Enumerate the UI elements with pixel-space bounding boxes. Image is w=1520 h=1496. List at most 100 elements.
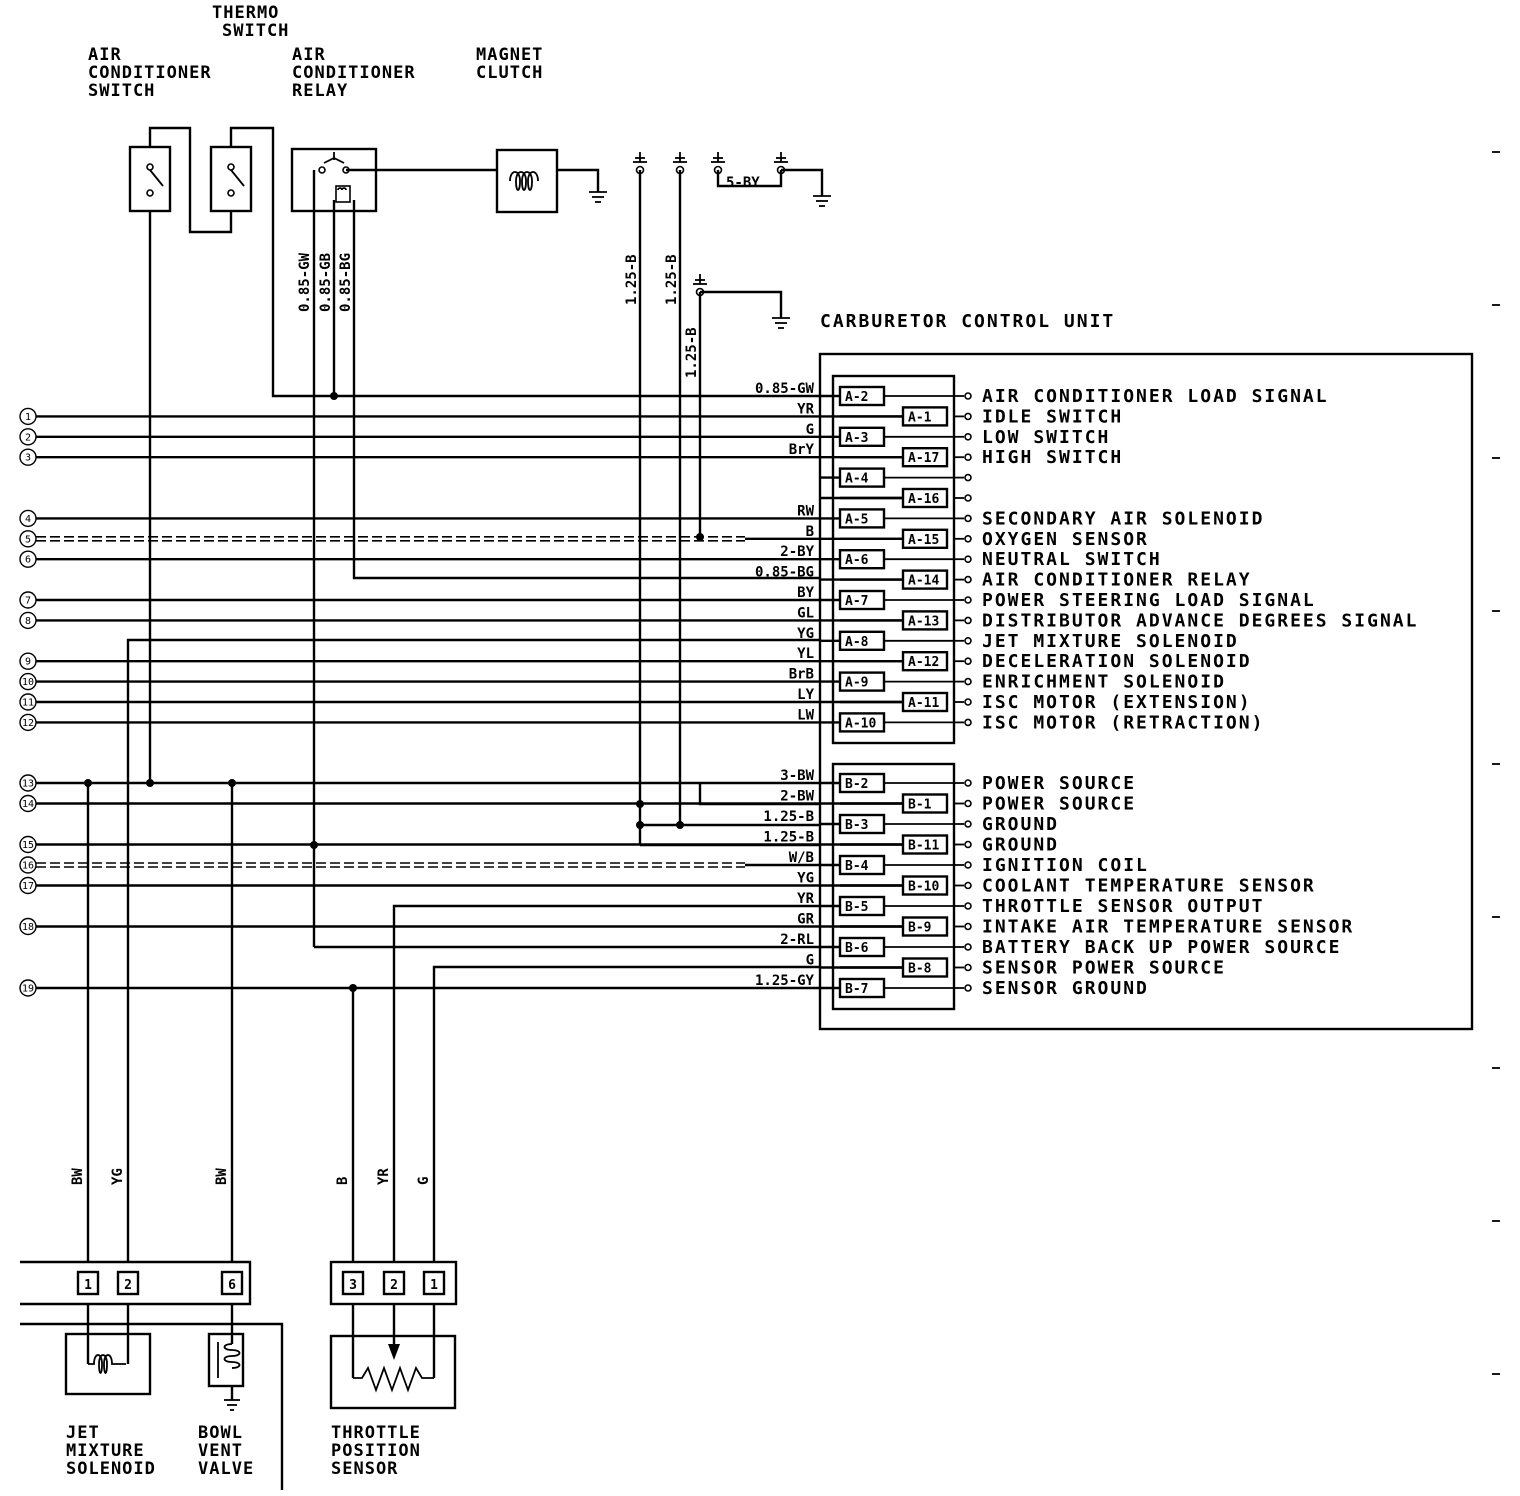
terminal-number: 18 [22, 922, 34, 933]
thermo-switch-label: THERMO SWITCH [212, 3, 289, 41]
wire-color-label: G [806, 422, 814, 438]
magnet-clutch-label: MAGNET CLUTCH [476, 45, 543, 83]
pin-box [838, 589, 886, 611]
terminal-number: 14 [22, 799, 34, 810]
signal-label: POWER SOURCE [982, 794, 1136, 815]
pin-box [838, 385, 886, 407]
terminal-number-circle [19, 835, 37, 854]
pin-row: A-16 [820, 487, 972, 509]
pin-label: B-1 [908, 798, 932, 813]
wire-label-085bg: 0.85-BG [338, 253, 354, 312]
signal-label: OXYGEN SENSOR [982, 529, 1149, 550]
pin-label: B-2 [845, 777, 868, 792]
wire-color-label: 2-BW [780, 789, 814, 805]
connector-left [20, 1260, 252, 1306]
wire-label-085gb: 0.85-GB [318, 253, 334, 312]
signal-label: NEUTRAL SWITCH [982, 549, 1162, 570]
pin-label: B-3 [845, 818, 868, 833]
wire-color-label: 0.85-GW [755, 381, 815, 397]
svg-text:MIXTURE: MIXTURE [66, 1441, 145, 1461]
terminal [964, 881, 972, 890]
bottom-wire-label: G [416, 1177, 432, 1185]
terminal [964, 984, 972, 992]
svg-text:CLUTCH: CLUTCH [476, 63, 543, 83]
pin-label: A-12 [908, 655, 939, 670]
terminal-number: 4 [25, 514, 31, 525]
terminal [964, 840, 972, 849]
jet-mixture-label: JET MIXTURE SOLENOID [66, 1423, 155, 1479]
pin-label: A-14 [908, 574, 939, 589]
terminal-number: 11 [22, 698, 34, 709]
terminal [964, 534, 972, 543]
wire-color-label: RW [797, 503, 814, 519]
terminal-number: 2 [25, 432, 31, 443]
ground-wire-cu [700, 290, 783, 318]
pin-box [901, 569, 949, 590]
signal-label: SENSOR GROUND [982, 978, 1149, 999]
wire-color-label: BrB [789, 667, 814, 683]
svg-text:THERMO: THERMO [212, 3, 279, 23]
wire-color-label: YG [797, 626, 814, 642]
svg-text:VENT: VENT [198, 1441, 243, 1461]
terminal-number: 10 [22, 677, 34, 688]
ac-switch-label: AIR CONDITIONER SWITCH [88, 45, 211, 101]
wire-color-label: BY [797, 585, 814, 601]
terminal [964, 698, 972, 706]
wire-color-label: 0.85-BG [755, 565, 814, 581]
terminal [964, 575, 972, 584]
control-unit-title: CARBURETOR CONTROL UNIT [820, 311, 1115, 332]
pin-label: A-17 [908, 451, 939, 466]
terminal-number-circle [19, 530, 37, 548]
wire-color-label: G [806, 953, 814, 969]
pin-box [838, 549, 886, 570]
pin-box [838, 671, 886, 692]
pin-row: B-1 POWER SOURCE 2-BW 14 [19, 789, 1136, 815]
svg-text:VALVE: VALVE [198, 1459, 254, 1479]
terminal-number-circle [19, 407, 37, 426]
terminal-number-circle [19, 713, 37, 732]
terminal [964, 514, 972, 523]
pin-box [838, 977, 886, 999]
connector-pin: 6 [220, 1270, 244, 1296]
pin-label: B-8 [908, 962, 932, 977]
connector-pin: 2 [116, 1270, 140, 1296]
connector-pin-number: 6 [228, 1278, 236, 1293]
terminal [964, 657, 972, 666]
signal-label: AIR CONDITIONER LOAD SIGNAL [982, 386, 1329, 407]
jet-mixture-yg-wire [126, 638, 820, 1262]
pin-label: B-6 [845, 941, 869, 956]
signal-label: IGNITION COIL [982, 855, 1149, 876]
relay-bg-wire [352, 200, 820, 580]
svg-text:SENSOR: SENSOR [331, 1459, 398, 1479]
signal-label: ENRICHMENT SOLENOID [982, 672, 1226, 693]
wire-color-label: 2-BY [780, 544, 814, 560]
wire-label-085gw: 0.85-GW [297, 252, 313, 312]
bottom-wire-label: BW [214, 1168, 230, 1185]
terminal-number: 12 [22, 718, 34, 729]
signal-label: SENSOR POWER SOURCE [982, 958, 1226, 979]
thermo-to-a2-wire [229, 126, 820, 398]
pin-box [901, 691, 949, 713]
ground-icon [813, 195, 831, 207]
signal-label: DISTRIBUTOR ADVANCE DEGREES SIGNAL [982, 610, 1418, 631]
wire-color-label: LW [797, 707, 814, 723]
svg-text:SWITCH: SWITCH [222, 21, 289, 41]
throttle-sensor-label: THROTTLE POSITION SENSOR [331, 1423, 421, 1479]
pin-label: A-3 [845, 431, 868, 446]
svg-text:POSITION: POSITION [331, 1441, 421, 1461]
svg-text:AIR: AIR [292, 45, 326, 65]
pin-box [901, 487, 949, 509]
wire-color-label: YG [797, 871, 814, 887]
wire-label-125b-3: 1.25-B [684, 327, 700, 378]
bottom-wire-label: YG [110, 1168, 126, 1185]
pin-box [901, 651, 949, 672]
wire-color-label: YR [797, 401, 814, 417]
wire-color-label: BrY [789, 442, 815, 458]
